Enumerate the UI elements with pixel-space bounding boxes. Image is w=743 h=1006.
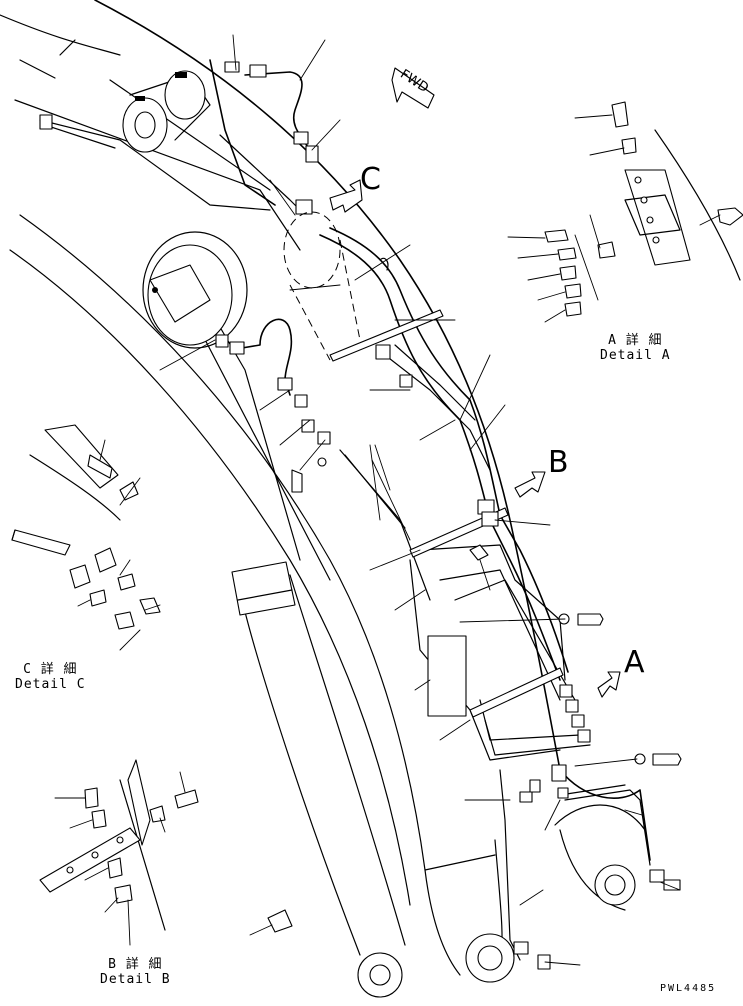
detail-a-drawing [507, 101, 743, 323]
boom-outline [0, 0, 651, 976]
detail-b-title-en: Detail B [100, 972, 171, 987]
detail-c-drawing [11, 424, 161, 651]
detail-c-title-jp: C 詳 細 [23, 662, 78, 677]
view-label-a: A [624, 645, 645, 680]
boom-cylinder [142, 231, 406, 956]
detail-a-title-jp: A 詳 細 [608, 333, 663, 348]
view-arrows [329, 67, 621, 698]
view-label-b: B [548, 445, 569, 480]
drawing-code: PWL4485 [660, 983, 717, 994]
view-label-c: C [360, 162, 381, 197]
detail-a-title-en: Detail A [600, 348, 671, 363]
boom-foot [357, 804, 646, 998]
detail-c-title-en: Detail C [15, 677, 86, 692]
detail-b-caption: B 詳 細 Detail B [100, 957, 171, 987]
upper-hoses [209, 59, 331, 445]
detail-c-leader [289, 239, 361, 361]
clamps [329, 309, 681, 970]
leader-lines [159, 34, 681, 966]
detail-c-caption: C 詳 細 Detail C [15, 662, 86, 692]
detail-b-drawing [39, 759, 199, 946]
detail-b-title-jp: B 詳 細 [108, 957, 163, 972]
detail-c-zone [283, 211, 341, 289]
cylinder-heads [39, 70, 271, 211]
detail-a-caption: A 詳 細 Detail A [600, 333, 671, 363]
